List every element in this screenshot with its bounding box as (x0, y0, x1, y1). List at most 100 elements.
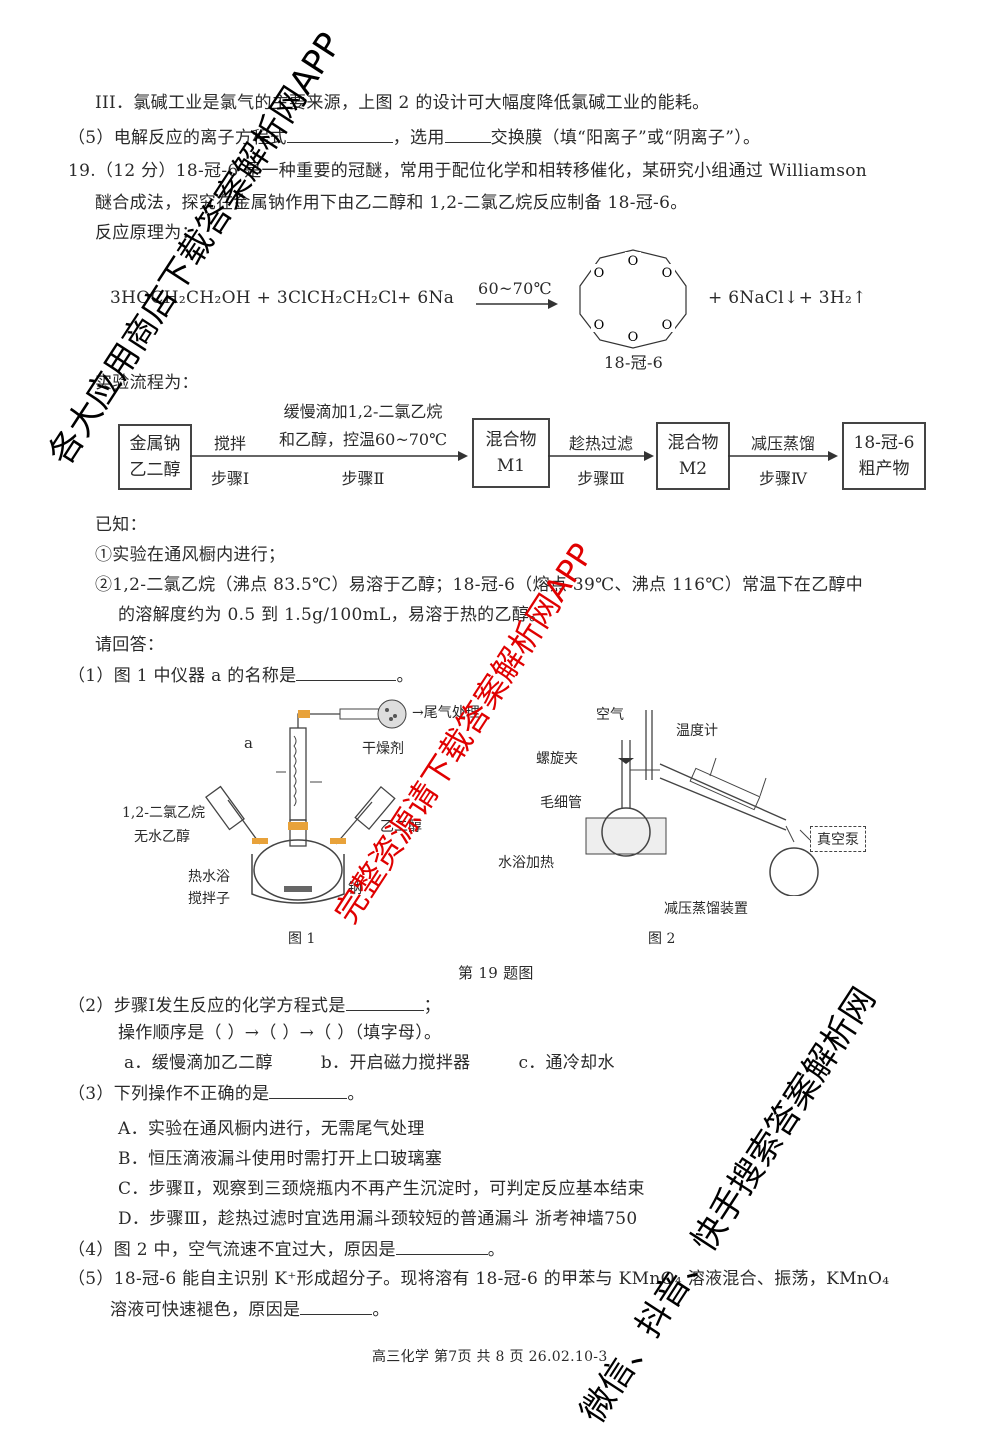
flow-box-text: 18-冠-6 (853, 433, 915, 453)
crown-ether-structure: O O O O O O (579, 249, 687, 349)
figure-2-vacuum-distillation (585, 710, 819, 896)
ring-oxygen: O (662, 266, 673, 281)
fig2-caption: 图 2 (648, 931, 676, 947)
fig1-sodium: 钠 (348, 881, 362, 897)
question-3-option-c: C．步骤Ⅱ，观察到三颈烧瓶内不再产生沉淀时，可判定反应基本结束 (118, 1179, 645, 1199)
page-footer: 高三化学 第7页 共 8 页 26.02.10-3 (372, 1349, 608, 1365)
answer-blank[interactable] (300, 1298, 373, 1315)
flow-arrow3-bottom: 步骤Ⅲ (577, 469, 625, 488)
q5-text-c: 交换膜（填“阳离子”或“阴离子”）。 (490, 128, 761, 148)
q1-text: （1）图 1 中仪器 a 的名称是 (68, 666, 297, 686)
fig1-anhydrous-ethanol: 无水乙醇 (134, 829, 190, 845)
q2-option-a: a．缓慢滴加乙二醇 (124, 1053, 273, 1073)
known-item-1: ①实验在通风橱内进行； (95, 545, 286, 565)
ring-oxygen: O (594, 266, 605, 281)
answer-blank[interactable] (269, 1082, 348, 1099)
fig1-label-a: a (244, 734, 253, 752)
q5-text-a: （5）电解反应的离子方程式 (68, 128, 287, 148)
reaction-reactants: 3HOCH₂CH₂OH + 3ClCH₂CH₂Cl+ 6Na (110, 288, 455, 308)
ring-oxygen: O (628, 330, 639, 345)
answer-blank[interactable] (345, 994, 424, 1011)
fig2-title: 减压蒸馏装置 (664, 901, 748, 917)
fig2-screw-clamp: 螺旋夹 (536, 751, 578, 767)
fig1-stir-bar: 搅拌子 (188, 891, 230, 907)
answer-blank[interactable] (286, 126, 393, 143)
flow-box-m2: 混合物 M2 (656, 422, 730, 490)
reaction-principle-label: 反应原理为： (95, 223, 199, 243)
reaction-arrow (476, 299, 558, 309)
flow-arrow-4 (728, 451, 838, 461)
fig2-air: 空气 (596, 707, 624, 723)
flow-box-text: 乙二醇 (129, 460, 181, 480)
flow-arrow2-bottom: 步骤Ⅱ (341, 469, 385, 488)
flow-box-text: 混合物 (667, 433, 719, 453)
figure-caption: 第 19 题图 (458, 964, 534, 982)
question-2: （2）步骤Ⅰ发生反应的化学方程式是 ； (68, 994, 441, 1017)
fig1-ethylene-glycol: 乙二醇 (380, 819, 422, 835)
flow-box-m1: 混合物 M1 (472, 418, 550, 488)
flow-arrow-3 (548, 451, 654, 461)
q2-option-c: c．通冷却水 (518, 1053, 615, 1073)
q3-text: （3）下列操作不正确的是 (68, 1084, 270, 1104)
question-3-option-a: A．实验在通风橱内进行，无需尾气处理 (118, 1119, 425, 1139)
flow-box-text: M2 (678, 459, 708, 479)
text-line-iii: III．氯碱工业是氯气的主要来源，上图 2 的设计可大幅度降低氯碱工业的能耗。 (95, 93, 710, 113)
answer-blank[interactable] (395, 1238, 488, 1255)
fig2-water-bath: 水浴加热 (498, 855, 554, 871)
reaction-byproducts: + 6NaCl↓+ 3H₂↑ (708, 288, 867, 308)
question-5-line: （5）电解反应的离子方程式 ，选用 交换膜（填“阳离子”或“阴离子”）。 (68, 126, 760, 149)
reaction-condition: 60~70℃ (478, 279, 552, 298)
flow-arrow1-bottom: 步骤Ⅰ (210, 469, 250, 488)
fig1-tail-gas: →尾气处理 (412, 705, 480, 721)
product-name: 18-冠-6 (604, 353, 664, 372)
flow-box-start: 金属钠乙二醇 (118, 424, 192, 490)
q3-end: 。 (347, 1084, 365, 1104)
watermark-bottom-right: 微信、抖音、快手搜索答案解析网 (572, 980, 885, 1431)
q5-end: 。 (372, 1300, 390, 1320)
answer-blank[interactable] (444, 126, 491, 143)
question-3-option-d: D．步骤Ⅲ，趁热过滤时宜选用漏斗颈较短的普通漏斗 浙考神墙750 (118, 1209, 638, 1229)
flow-arrow1-top: 搅拌 (213, 434, 246, 453)
fig2-capillary: 毛细管 (540, 795, 582, 811)
q2-end: ； (423, 996, 441, 1016)
q5-text-b: ，选用 (392, 128, 445, 148)
question-2-order: 操作顺序是（ ）→（ ）→（ ）（填字母）。 (118, 1023, 442, 1043)
flow-arrow4-bottom: 步骤Ⅳ (759, 469, 807, 488)
q2-option-b: b．开启磁力搅拌器 (320, 1053, 471, 1073)
flow-arrow4-top: 减压蒸馏 (750, 434, 815, 453)
flow-arrow2-top-1: 缓慢滴加1,2-二氯乙烷 (283, 402, 443, 421)
fig1-hot-water-bath: 热水浴 (188, 869, 230, 885)
question-5a: （5）18-冠-6 能自主识别 K⁺形成超分子。现将溶有 18-冠-6 的甲苯与… (68, 1269, 890, 1289)
q2-text: （2）步骤Ⅰ发生反应的化学方程式是 (68, 996, 346, 1016)
ring-oxygen: O (662, 318, 673, 333)
question-3-option-b: B．恒压滴液漏斗使用时需打开上口玻璃塞 (118, 1149, 443, 1169)
ring-oxygen: O (628, 254, 639, 269)
q4-text: （4）图 2 中，空气流速不宜过大，原因是 (68, 1240, 396, 1260)
ring-oxygen: O (594, 318, 605, 333)
question-5b: 溶液可快速褪色，原因是 。 (110, 1298, 390, 1321)
flow-arrow3-top: 趁热过滤 (568, 434, 633, 453)
flow-title: 实验流程为： (95, 373, 199, 393)
question-19-intro-2: 醚合成法，探究在金属钠作用下由乙二醇和 1,2-二氯乙烷反应制备 18-冠-6。 (95, 193, 688, 213)
fig2-thermometer: 温度计 (676, 723, 718, 739)
q1-end: 。 (396, 666, 414, 686)
please-answer: 请回答： (95, 635, 165, 655)
known-label: 已知： (95, 515, 147, 535)
flow-arrow2-top-2: 和乙醇，控温60~70℃ (278, 430, 448, 449)
flow-arrows-1-2 (190, 451, 468, 461)
q5-text: 溶液可快速褪色，原因是 (110, 1300, 301, 1320)
known-item-2b: 的溶解度约为 0.5 到 1.5g/100mL，易溶于热的乙醇。 (118, 605, 547, 625)
flow-box-text: M1 (496, 456, 526, 476)
known-item-2a: ②1,2-二氯乙烷（沸点 83.5℃）易溶于乙醇；18-冠-6（熔点 39℃、沸… (95, 575, 864, 595)
fig1-caption: 图 1 (288, 931, 316, 947)
q4-end: 。 (487, 1240, 506, 1260)
fig1-desiccant: 干燥剂 (362, 741, 404, 757)
question-4: （4）图 2 中，空气流速不宜过大，原因是 。 (68, 1238, 505, 1261)
answer-blank[interactable] (296, 664, 397, 681)
question-19-intro-1: 19.（12 分）18-冠-6 是一种重要的冠醚，常用于配位化学和相转移催化，某… (68, 161, 867, 181)
flow-box-text: 混合物 (485, 430, 537, 450)
fig1-dichloroethane: 1,2-二氯乙烷 (122, 805, 205, 821)
question-1: （1）图 1 中仪器 a 的名称是 。 (68, 664, 414, 687)
